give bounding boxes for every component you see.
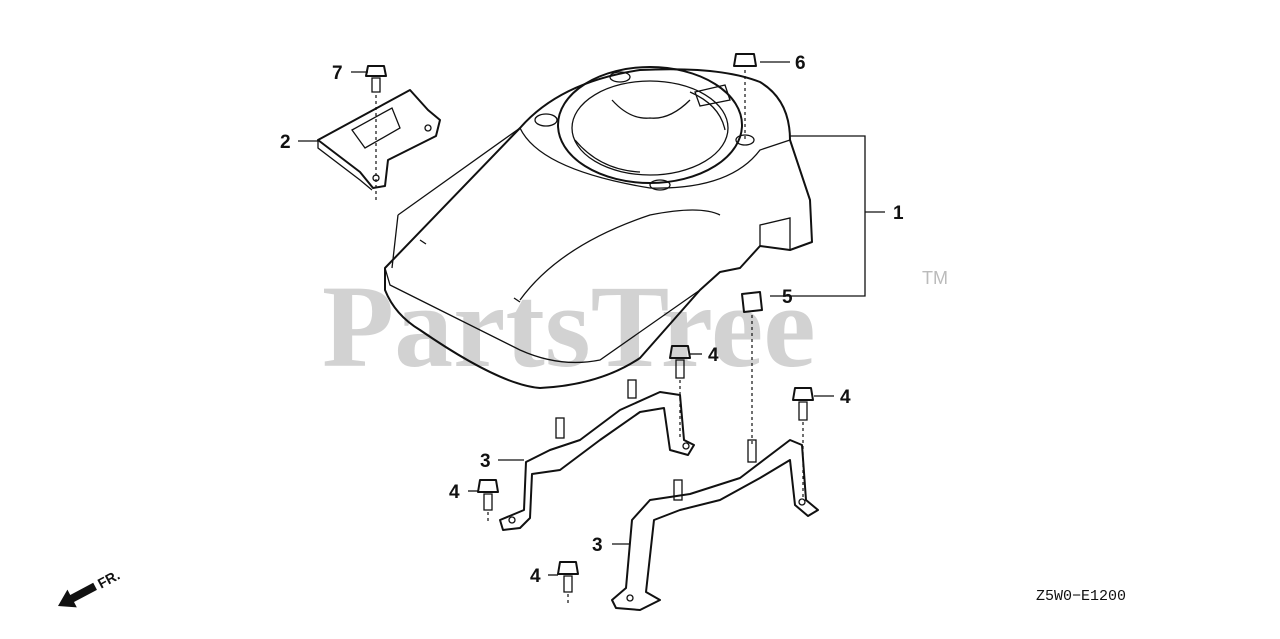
bolt-7-icon[interactable]: [365, 65, 387, 200]
front-arrow-icon: [58, 582, 97, 608]
grommet-5-icon[interactable]: [741, 291, 763, 445]
callout-6: 6: [795, 53, 806, 74]
bolt-4a-icon[interactable]: [669, 345, 691, 440]
front-direction-marker: FR.: [58, 567, 122, 608]
front-label: FR.: [95, 567, 122, 592]
callout-4-d: 4: [530, 566, 541, 587]
callout-4-a: 4: [708, 345, 719, 366]
bracket-lower-part[interactable]: [611, 439, 819, 611]
baffle-plate-part[interactable]: [317, 89, 441, 191]
callout-3-upper: 3: [480, 451, 491, 472]
nut-6-icon[interactable]: [733, 53, 757, 140]
bolt-4b-icon[interactable]: [792, 387, 814, 500]
callout-3-lower: 3: [592, 535, 603, 556]
callout-2: 2: [280, 132, 291, 153]
watermark-text: PartsTree: [322, 261, 816, 392]
watermark-trademark: TM: [922, 268, 948, 288]
bolt-4d-icon[interactable]: [557, 561, 579, 606]
bolt-4c-icon[interactable]: [477, 479, 499, 522]
callout-4-c: 4: [449, 482, 460, 503]
callout-1: 1: [893, 203, 904, 224]
bracket-upper-part[interactable]: [499, 379, 695, 531]
diagram-code: Z5W0−E1200: [1036, 588, 1126, 605]
callout-5: 5: [782, 287, 793, 308]
fan-cover-part[interactable]: [384, 66, 813, 389]
callout-7: 7: [332, 63, 343, 84]
leader-lines: [298, 61, 885, 576]
callout-4-b: 4: [840, 387, 851, 408]
